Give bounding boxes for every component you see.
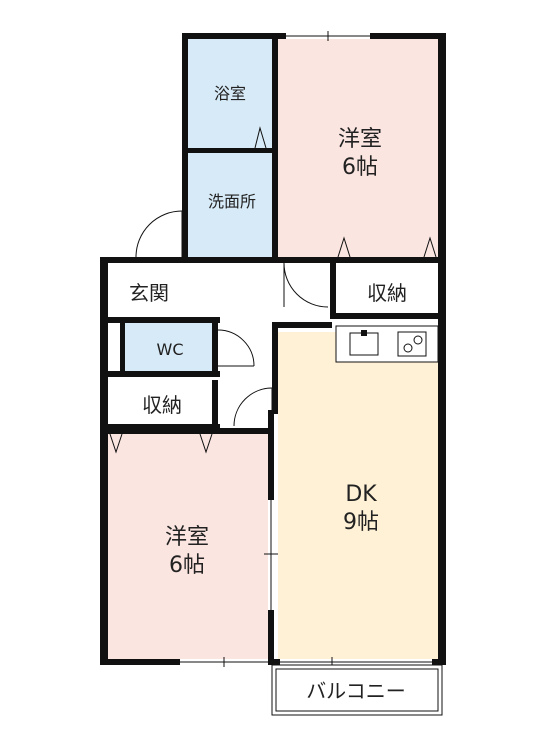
wc-floor — [124, 322, 212, 372]
balcony-outline — [271, 664, 443, 716]
dk-floor — [278, 332, 442, 661]
western-room-lower-floor — [104, 432, 272, 661]
kitchen-counter — [335, 325, 439, 363]
storage-right-label: 収納 — [367, 281, 407, 305]
washroom-floor — [186, 153, 274, 257]
western-room-upper-size: 6帖 — [342, 155, 378, 180]
closet-markers — [109, 236, 437, 454]
dk-size: 9帖 — [343, 510, 379, 535]
western-room-lower-label: 洋室 — [165, 525, 209, 550]
entrance-label: 玄関 — [129, 281, 169, 305]
balcony-label: バルコニー — [306, 679, 406, 703]
windows — [180, 31, 432, 667]
stove-icon — [397, 331, 427, 357]
doors — [135, 126, 329, 427]
washroom-label: 洗面所 — [208, 192, 256, 211]
storage-left-label: 収納 — [142, 393, 182, 417]
bath-label: 浴室 — [214, 84, 246, 103]
wc-label: WC — [157, 340, 184, 359]
dk-label: DK — [345, 482, 377, 507]
western-room-upper-label: 洋室 — [338, 127, 382, 152]
western-room-upper-floor — [278, 37, 442, 257]
western-room-lower-size: 6帖 — [169, 553, 205, 578]
